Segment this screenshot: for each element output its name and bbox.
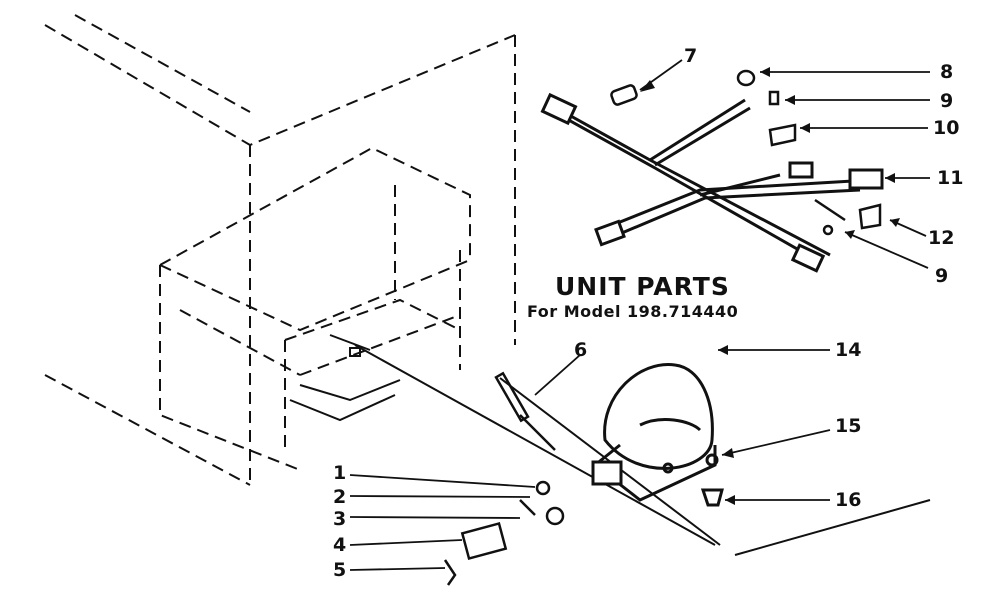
callout-16: 16 bbox=[835, 489, 862, 511]
callout-12: 12 bbox=[928, 227, 955, 249]
arrowheads bbox=[640, 67, 900, 505]
callout-8: 8 bbox=[940, 61, 954, 83]
callout-1: 1 bbox=[333, 462, 347, 484]
callout-9: 9 bbox=[940, 90, 954, 112]
callout-6: 6 bbox=[574, 339, 588, 361]
callout-10: 10 bbox=[933, 117, 960, 139]
callout-5: 5 bbox=[333, 559, 347, 581]
leader-lines bbox=[349, 59, 930, 571]
callout-7: 7 bbox=[684, 45, 698, 67]
callout-15: 15 bbox=[835, 415, 862, 437]
diagram-subtitle: For Model 198.714440 bbox=[527, 302, 739, 321]
callout-14: 14 bbox=[835, 339, 862, 361]
callout-3: 3 bbox=[333, 508, 347, 530]
relay-parts bbox=[443, 371, 565, 586]
wiring-harness bbox=[540, 92, 884, 273]
small-parts bbox=[610, 69, 882, 236]
callout-2: 2 bbox=[333, 486, 347, 508]
cabinet-outline bbox=[44, 14, 516, 486]
callout-9-lower: 9 bbox=[935, 265, 949, 287]
callout-4: 4 bbox=[333, 534, 347, 556]
compressor bbox=[591, 363, 724, 507]
callout-11: 11 bbox=[937, 167, 964, 189]
diagram-title: UNIT PARTS bbox=[555, 272, 730, 301]
